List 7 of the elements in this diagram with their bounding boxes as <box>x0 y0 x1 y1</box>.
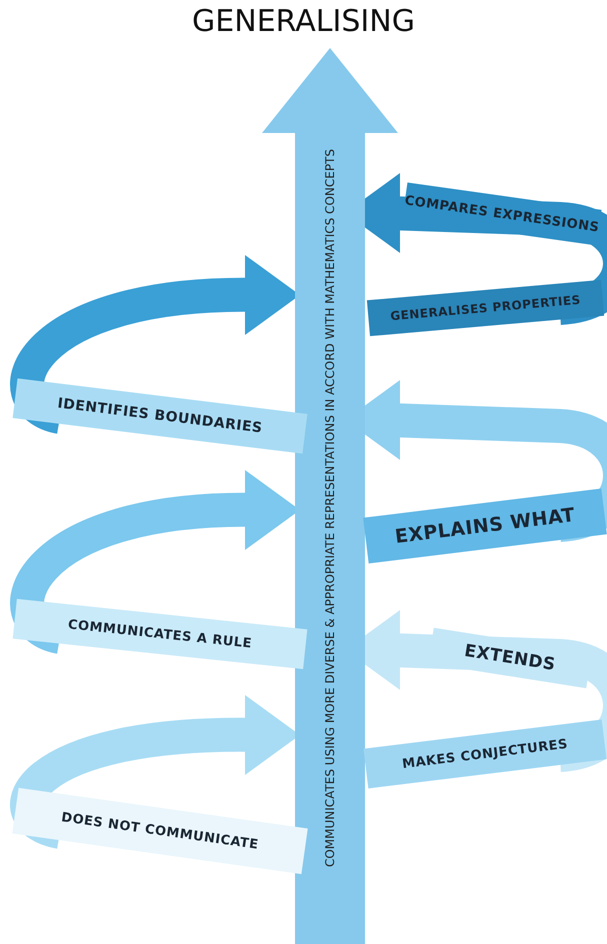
ribbon-band: COMMUNICATES A RULE <box>12 598 308 670</box>
ribbon-band: EXPLAINS WHAT <box>363 488 607 564</box>
title: GENERALISING <box>191 4 416 39</box>
ribbon-band: MAKES CONJECTURES <box>363 720 607 788</box>
arrow-label: COMMUNICATES USING MORE DIVERSE & APPROPRIATE REPRESENTATIONS IN ACCORD WITH MATHEMATICS CONCEPTS <box>322 148 338 870</box>
ribbon-band: GENERALISES PROPERTIES <box>366 280 604 336</box>
ribbon-band: IDENTIFIES BOUNDARIES <box>12 378 308 454</box>
